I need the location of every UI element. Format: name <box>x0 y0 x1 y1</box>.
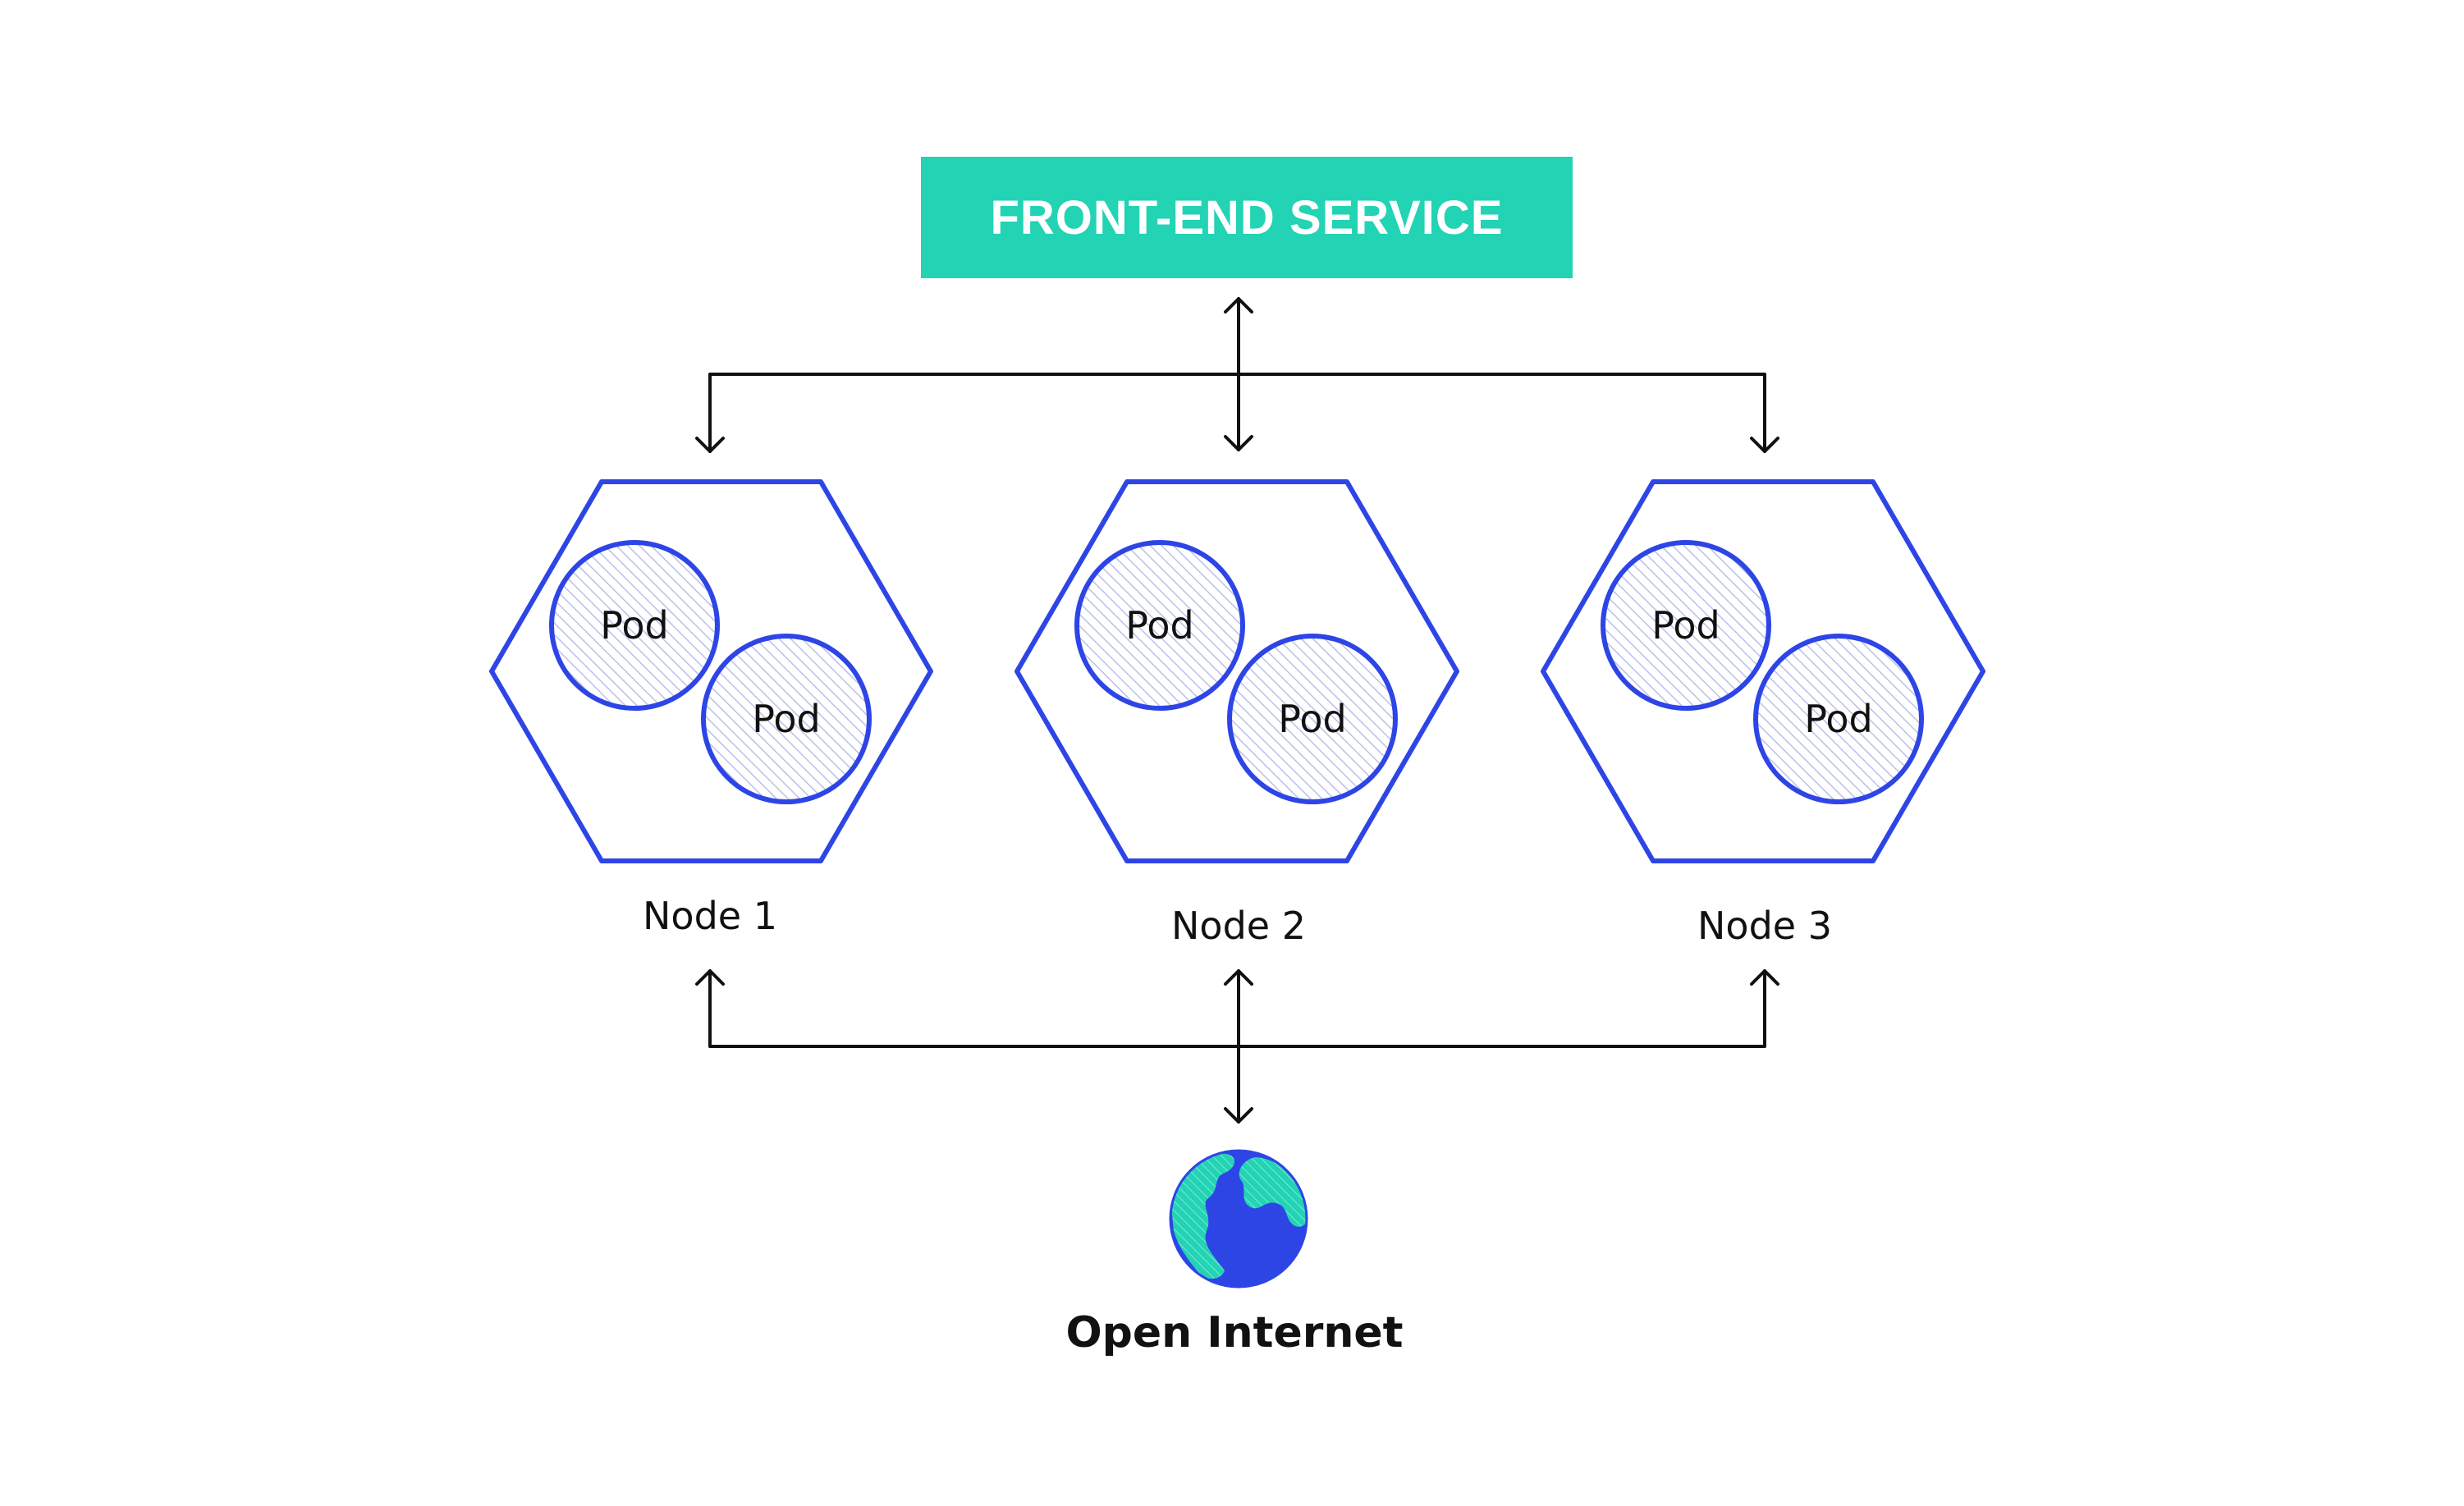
internet-arrowhead <box>1224 1107 1253 1124</box>
node-2 <box>1014 479 1459 863</box>
node1-top-arrowhead <box>695 437 725 453</box>
node-3-hexagon <box>1541 479 1985 863</box>
open-internet-label: Open Internet <box>1065 1308 1404 1357</box>
node-1-pod-1-label: Pod <box>600 603 669 648</box>
node-3-pod-1-label: Pod <box>1651 603 1720 648</box>
node-2-pod-1-circle <box>1074 540 1245 711</box>
node-3-label: Node 3 <box>1697 904 1832 948</box>
node2-top-arrowhead <box>1224 435 1253 451</box>
node-3 <box>1541 479 1985 863</box>
node-3-pod-2-label: Pod <box>1804 697 1873 741</box>
front-end-service-label: FRONT-END SERVICE <box>990 190 1504 245</box>
bottom-connectors <box>695 969 1779 1124</box>
node-2-label: Node 2 <box>1171 904 1306 948</box>
node-2-pod-1-label: Pod <box>1125 603 1194 648</box>
node-1-pod-1-circle <box>549 540 720 711</box>
node1-bottom-arrowhead <box>695 969 725 986</box>
node2-bottom-arrowhead <box>1224 969 1253 986</box>
node-1 <box>489 479 933 863</box>
top-connectors <box>695 297 1779 453</box>
node3-top-arrowhead <box>1750 437 1779 453</box>
node3-bottom-arrowhead <box>1750 969 1779 986</box>
node-3-pod-2-circle <box>1753 634 1924 804</box>
node-2-pod-2-label: Pod <box>1278 697 1347 741</box>
node-1-label: Node 1 <box>643 894 777 938</box>
node-1-pod-2-circle <box>701 634 872 804</box>
globe-icon <box>1169 1149 1308 1289</box>
node-1-hexagon <box>489 479 933 863</box>
node-2-hexagon <box>1014 479 1459 863</box>
node-2-pod-2-circle <box>1227 634 1398 804</box>
front-end-service-box <box>921 157 1573 278</box>
service-arrowhead <box>1224 297 1253 314</box>
node-3-pod-1-circle <box>1601 540 1771 711</box>
node-1-pod-2-label: Pod <box>752 697 821 741</box>
